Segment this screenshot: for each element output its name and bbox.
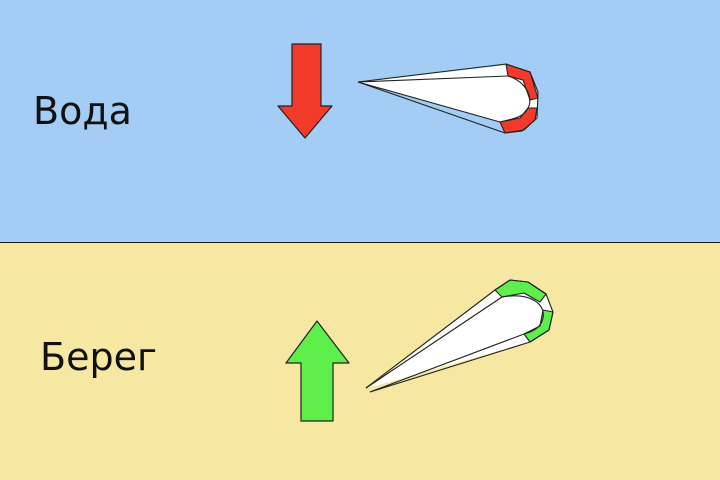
arrow-down-icon — [277, 43, 333, 139]
kite-icon — [365, 279, 554, 393]
water-zone — [0, 0, 720, 243]
kite-icon — [357, 63, 539, 134]
shore-zone — [0, 243, 720, 480]
shore-label: Берег — [40, 335, 157, 379]
arrow-up-icon — [285, 320, 350, 422]
water-label: Вода — [33, 89, 132, 133]
